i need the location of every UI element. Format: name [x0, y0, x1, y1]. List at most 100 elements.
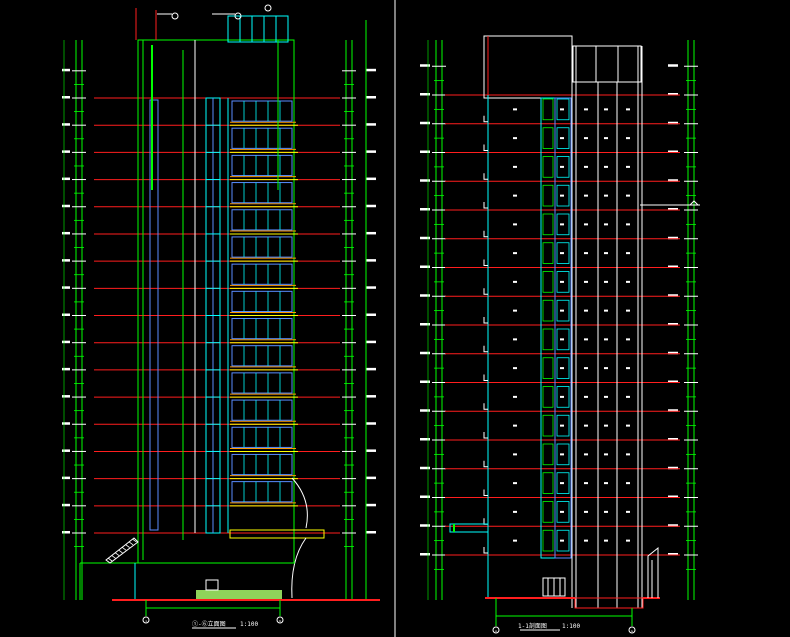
- section-floor-lines: [445, 94, 680, 556]
- level-label: [668, 121, 678, 125]
- level-label: [62, 531, 70, 534]
- level-label: [62, 259, 70, 262]
- room-tag: [513, 137, 517, 140]
- window-frame: [231, 100, 293, 122]
- room-tag: [584, 137, 588, 140]
- level-label: [366, 231, 376, 235]
- window-frame: [231, 426, 293, 448]
- level-label: [420, 121, 430, 125]
- pit-slab: [574, 597, 644, 609]
- balcony-hook: [483, 230, 488, 238]
- window-frame: [231, 236, 293, 258]
- stair-treads: [107, 538, 137, 562]
- level-label: [366, 123, 376, 126]
- stair-tread: [125, 544, 130, 548]
- room-tag: [513, 367, 517, 370]
- room-tag: [626, 367, 630, 370]
- elevation-balconies: [206, 100, 298, 507]
- level-label: [420, 438, 430, 441]
- room-tag: [560, 165, 564, 168]
- level-label: [668, 93, 678, 96]
- balcony-hook: [483, 144, 488, 151]
- level-label: [668, 179, 678, 182]
- exterior-stair: [105, 537, 139, 564]
- level-label: [366, 476, 376, 480]
- balcony-hook: [483, 489, 488, 496]
- level-label: [366, 449, 376, 452]
- room-tag: [560, 194, 564, 197]
- machine-room: [572, 45, 642, 83]
- room-tag: [513, 395, 517, 398]
- room-tag: [626, 453, 630, 456]
- room-tag: [604, 482, 608, 485]
- room-tag: [560, 453, 564, 456]
- level-label: [420, 323, 430, 326]
- section-title: 1-1剖面图: [518, 622, 547, 630]
- room-tag: [560, 395, 564, 398]
- stair-flight: [556, 299, 570, 322]
- level-label: [62, 177, 70, 181]
- room-tag: [584, 194, 588, 197]
- room-tag: [626, 194, 630, 197]
- room-tag: [604, 510, 608, 513]
- axis-label: G: [631, 629, 633, 633]
- stair-flight: [556, 472, 570, 494]
- room-tag: [604, 280, 608, 283]
- level-label: [366, 503, 376, 507]
- canopy-curve: [291, 477, 308, 529]
- section-balconies: [483, 98, 570, 554]
- level-label: [62, 150, 70, 153]
- level-label: [420, 351, 430, 355]
- elevation-title: ①-⑥立面图: [192, 620, 226, 628]
- level-label: [668, 466, 678, 470]
- window-frame: [231, 127, 293, 149]
- stair-tread: [132, 538, 137, 543]
- ramp: [647, 546, 659, 598]
- room-tag: [626, 252, 630, 255]
- room-tag: [513, 280, 517, 283]
- window-frame: [231, 154, 293, 177]
- level-label: [420, 380, 430, 383]
- room-tag: [604, 223, 608, 226]
- stair-tread: [118, 549, 123, 554]
- level-label: [366, 286, 376, 289]
- window-frame: [231, 263, 293, 285]
- level-label: [62, 340, 70, 344]
- room-tag: [513, 482, 517, 485]
- stair-tread: [128, 541, 134, 546]
- entrance-canopy: [449, 523, 489, 533]
- room-tag: [584, 510, 588, 513]
- room-tag: [604, 338, 608, 341]
- stair-flight: [556, 386, 570, 408]
- balcony-hook: [483, 345, 488, 353]
- axis-bubble: [276, 616, 284, 624]
- room-tag: [584, 338, 588, 341]
- stair-flight: [556, 529, 570, 552]
- stair-flight: [556, 414, 570, 437]
- stair-flight: [542, 213, 554, 236]
- axis-bubble: [142, 616, 150, 624]
- elevation-left-dimension-chain: [62, 40, 86, 600]
- room-tag: [560, 367, 564, 370]
- stair-tread: [121, 546, 127, 551]
- level-label: [366, 150, 376, 153]
- room-tag: [626, 510, 630, 513]
- room-tag: [604, 309, 608, 312]
- room-tag: [513, 424, 517, 427]
- stair-flight: [556, 184, 570, 207]
- stair-flight: [542, 127, 554, 149]
- room-tag: [604, 367, 608, 370]
- section-marker: [171, 12, 179, 20]
- stair-flight: [542, 271, 554, 293]
- level-label: [668, 524, 678, 527]
- level-label: [420, 553, 430, 556]
- room-tag: [513, 510, 517, 513]
- section-marker: [264, 4, 272, 12]
- window-frame: [231, 182, 293, 204]
- room-tag: [604, 252, 608, 255]
- level-label: [62, 313, 70, 316]
- level-label: [668, 323, 678, 326]
- balcony-hook: [483, 403, 488, 410]
- room-tag: [560, 108, 564, 111]
